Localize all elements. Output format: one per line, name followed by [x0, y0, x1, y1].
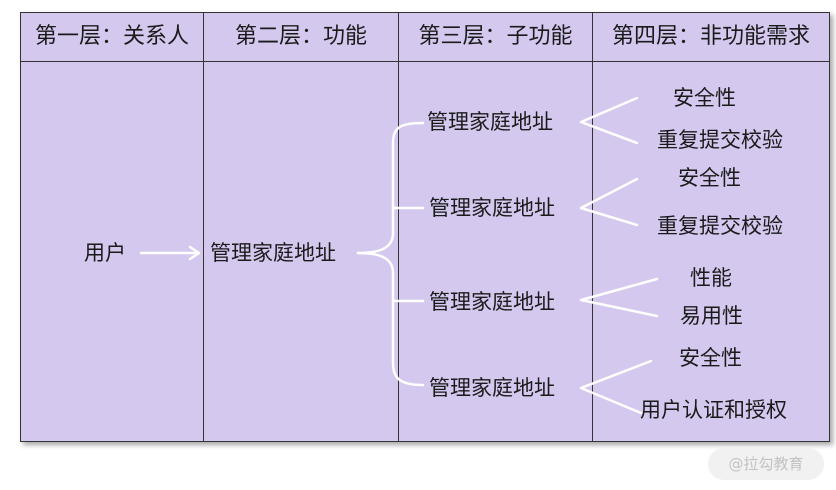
nfr-2-1: 安全性 — [678, 166, 741, 190]
header-divider — [21, 61, 829, 62]
nfr-1-2: 重复提交校验 — [657, 128, 783, 152]
header-layer-4: 第四层：非功能需求 — [611, 24, 810, 49]
nfr-3-2: 易用性 — [680, 304, 743, 328]
nfr-4-1: 安全性 — [679, 346, 742, 370]
column-divider — [592, 13, 593, 441]
subfeature-2-label: 管理家庭地址 — [429, 196, 555, 220]
watermark-badge: @拉勾教育 — [708, 448, 824, 480]
column-divider — [398, 13, 399, 441]
column-divider — [203, 13, 204, 441]
header-layer-2: 第二层：功能 — [234, 24, 367, 49]
brace-lower — [356, 251, 425, 387]
fan-4 — [579, 359, 653, 415]
nfr-1-1: 安全性 — [673, 86, 736, 110]
nfr-2-2: 重复提交校验 — [657, 214, 783, 238]
connector-lines — [139, 96, 659, 415]
subfeature-3-label: 管理家庭地址 — [429, 290, 555, 314]
actor-label: 用户 — [84, 241, 126, 265]
header-layer-3: 第三层：子功能 — [418, 24, 573, 49]
fan-3 — [579, 277, 659, 318]
subfeature-1-label: 管理家庭地址 — [427, 110, 553, 134]
subfeature-4-label: 管理家庭地址 — [429, 376, 555, 400]
actor-arrow-head — [188, 245, 201, 261]
brace-upper — [356, 121, 425, 255]
nfr-3-1: 性能 — [690, 266, 732, 290]
header-layer-1: 第一层：关系人 — [34, 24, 189, 49]
fan-1 — [579, 96, 639, 145]
layer-diagram: 第一层：关系人 第二层：功能 第三层：子功能 第四层：非功能需求 用户 管理家庭… — [20, 12, 830, 442]
feature-label: 管理家庭地址 — [210, 241, 336, 265]
nfr-4-2: 用户认证和授权 — [640, 398, 787, 422]
fan-2 — [579, 177, 639, 227]
